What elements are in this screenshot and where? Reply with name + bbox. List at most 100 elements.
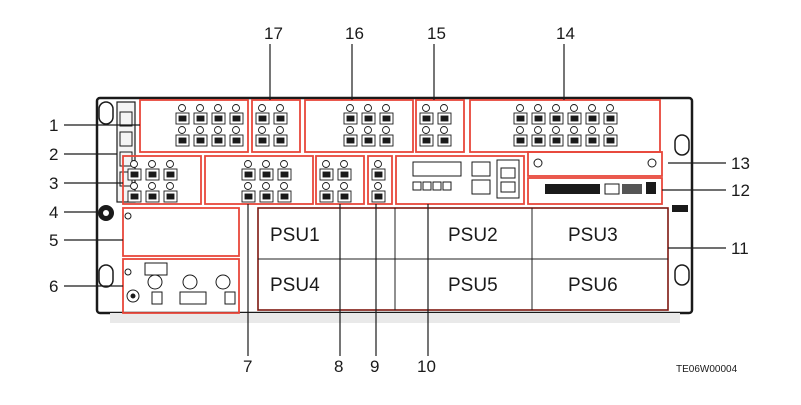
optical-port-icon [437, 104, 452, 125]
optical-port-icon [371, 182, 386, 203]
optical-port-icon [567, 104, 582, 125]
optical-port-icon [603, 126, 618, 147]
optical-port-icon [163, 160, 178, 181]
optical-port-icon [277, 160, 292, 181]
optical-port-icon [277, 182, 292, 203]
optical-port-icon [437, 126, 452, 147]
callout-12: 12 [731, 181, 750, 200]
optical-port-icon [229, 126, 244, 147]
control-board-details [412, 159, 520, 199]
optical-port-icon [361, 104, 376, 125]
callout-1: 1 [49, 116, 58, 135]
leader-lines [64, 44, 726, 356]
optical-port-icon [513, 126, 528, 147]
optical-port-icon [585, 104, 600, 125]
board-slot-12 [527, 177, 663, 205]
callout-14: 14 [556, 24, 575, 43]
optical-port-icon [337, 160, 352, 181]
optical-port-icon [603, 104, 618, 125]
callout-9: 9 [370, 357, 379, 376]
callout-17: 17 [264, 24, 283, 43]
optical-port-icon [193, 126, 208, 147]
optical-port-icon [211, 126, 226, 147]
board-slot-1 [139, 99, 249, 153]
board-slot-16 [304, 99, 414, 153]
port-details [127, 104, 618, 203]
optical-port-icon [343, 126, 358, 147]
optical-port-icon [127, 160, 142, 181]
optical-port-icon [127, 182, 142, 203]
callout-13: 13 [731, 154, 750, 173]
callout-16: 16 [345, 24, 364, 43]
optical-port-icon [419, 126, 434, 147]
esd-jack-icon [98, 205, 114, 221]
psu1-label: PSU1 [270, 225, 320, 246]
optical-port-icon [337, 182, 352, 203]
optical-port-icon [549, 104, 564, 125]
psu-area [257, 207, 669, 311]
optical-port-icon [343, 104, 358, 125]
optical-port-icon [255, 104, 270, 125]
optical-port-icon [175, 126, 190, 147]
psu3-label: PSU3 [568, 225, 618, 246]
board-slot-9 [367, 155, 393, 205]
callout-3: 3 [49, 174, 58, 193]
optical-port-icon [273, 104, 288, 125]
psu5-label: PSU5 [448, 275, 498, 296]
board-slot-7 [204, 155, 314, 205]
callout-7: 7 [243, 357, 252, 376]
optical-port-icon [361, 126, 376, 147]
control-board-10 [395, 155, 525, 205]
optical-port-icon [549, 126, 564, 147]
optical-port-icon [241, 182, 256, 203]
second-board-row [122, 151, 663, 205]
optical-port-icon [145, 182, 160, 203]
callout-5: 5 [49, 231, 58, 250]
psu6-label: PSU6 [568, 275, 618, 296]
optical-port-icon [513, 104, 528, 125]
right-rack-ear [672, 134, 690, 286]
callout-8: 8 [334, 357, 343, 376]
optical-port-icon [259, 182, 274, 203]
optical-port-icon [379, 104, 394, 125]
fan-module-5 [122, 207, 240, 257]
optical-port-icon [371, 160, 386, 181]
optical-port-icon [229, 104, 244, 125]
optical-port-icon [211, 104, 226, 125]
optical-port-icon [379, 126, 394, 147]
board-slot-15 [415, 99, 465, 153]
callout-2: 2 [49, 145, 58, 164]
board-12-13-details [533, 158, 657, 195]
optical-port-icon [241, 160, 256, 181]
psu2-label: PSU2 [448, 225, 498, 246]
board-slot-17 [251, 99, 301, 153]
optical-port-icon [193, 104, 208, 125]
power-input-details [124, 212, 236, 305]
board-slot-3 [122, 155, 202, 205]
psu-slot-6 [531, 258, 669, 311]
board-slot-13 [527, 151, 663, 177]
optical-port-icon [175, 104, 190, 125]
optical-port-icon [531, 126, 546, 147]
callout-11: 11 [731, 239, 749, 258]
optical-port-icon [419, 104, 434, 125]
optical-port-icon [531, 104, 546, 125]
callout-15: 15 [427, 24, 446, 43]
optical-port-icon [255, 126, 270, 147]
optical-port-icon [585, 126, 600, 147]
optical-port-icon [259, 160, 274, 181]
callout-6: 6 [49, 277, 58, 296]
callout-4: 4 [49, 203, 58, 222]
optical-port-icon [273, 126, 288, 147]
chassis-base [110, 313, 680, 323]
figure-code: TE06W00004 [676, 364, 738, 375]
optical-port-icon [163, 182, 178, 203]
optical-port-icon [567, 126, 582, 147]
left-rack-ear [98, 101, 114, 288]
psu4-label: PSU4 [270, 275, 320, 296]
optical-port-icon [145, 160, 160, 181]
optical-port-icon [319, 182, 334, 203]
optical-port-icon [319, 160, 334, 181]
callout-10: 10 [417, 357, 436, 376]
